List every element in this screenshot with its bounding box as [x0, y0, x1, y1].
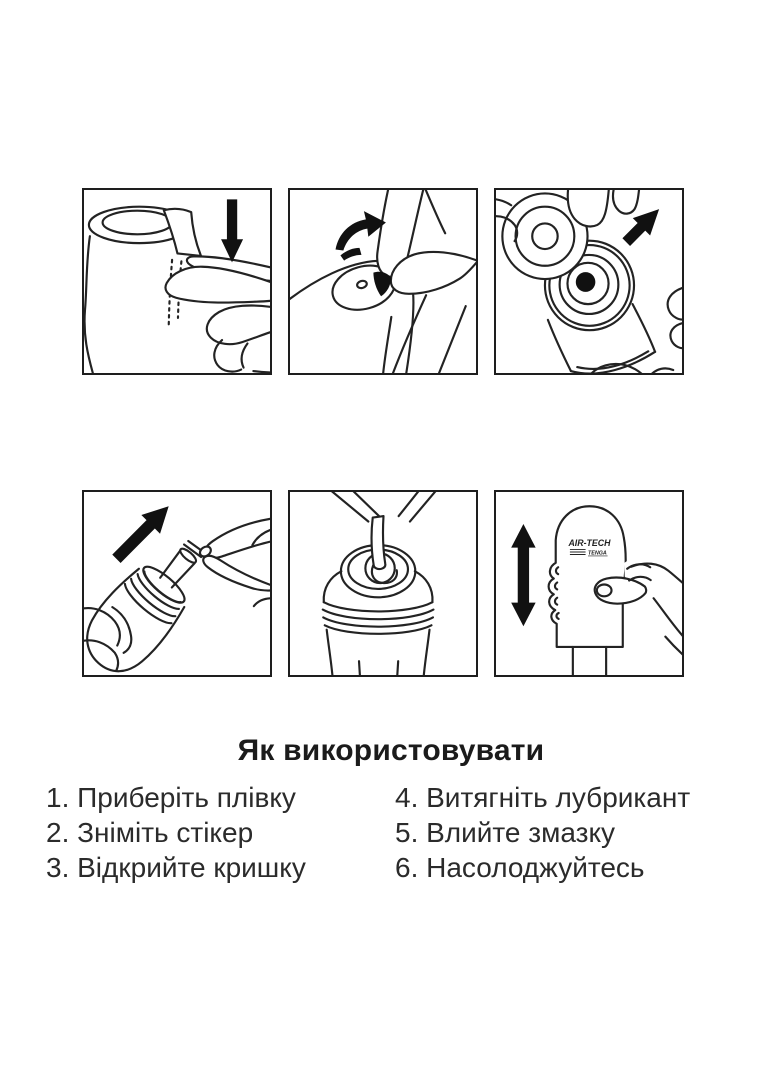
pull-lubricant-illustration: [84, 506, 270, 673]
pour-lubricant-illustration: [321, 492, 437, 675]
peel-sticker-illustration: [290, 190, 476, 373]
steps-column-right: 4. Витягніть лубрикант 5. Влийте змазку …: [395, 780, 746, 885]
brand-text: AIR-TECH: [567, 538, 611, 548]
step-item-6: 6. Насолоджуйтесь: [395, 852, 645, 883]
step-panel-remove-film: [82, 188, 272, 375]
steps-illustration-grid: AIR-TECH TENGA: [82, 188, 684, 677]
step-panel-pull-lubricant: [82, 490, 272, 677]
device-label: AIR-TECH TENGA: [567, 538, 611, 556]
rotate-arrow-icon: [335, 211, 386, 261]
step-item-4: 4. Витягніть лубрикант: [395, 782, 691, 813]
remove-film-illustration: [84, 199, 270, 373]
stroke-device-illustration: AIR-TECH TENGA: [511, 505, 682, 675]
step-item-1: 1. Приберіть плівку: [46, 782, 296, 813]
step-panel-open-cap: [494, 188, 684, 375]
page-title: Як використовувати: [237, 734, 545, 768]
up-right-arrow-icon: [622, 209, 660, 246]
steps-column-left: 1. Приберіть плівку 2. Зніміть стікер 3.…: [46, 780, 395, 885]
peeled-corner: [373, 271, 392, 297]
down-arrow-icon: [221, 199, 244, 263]
logo-text: TENGA: [588, 550, 607, 556]
step-panel-stroke-device: AIR-TECH TENGA: [494, 490, 684, 677]
open-cap-illustration: [496, 190, 682, 373]
up-right-arrow-icon: [112, 506, 169, 563]
step-panel-pour-lubricant: [288, 490, 478, 677]
step-item-3: 3. Відкрийте кришку: [46, 852, 306, 883]
steps-list: 1. Приберіть плівку 2. Зніміть стікер 3.…: [46, 780, 746, 885]
step-panel-peel-sticker: [288, 188, 478, 375]
step-item-5: 5. Влийте змазку: [395, 817, 616, 848]
up-down-arrow-icon: [511, 523, 536, 627]
step-item-2: 2. Зніміть стікер: [46, 817, 254, 848]
